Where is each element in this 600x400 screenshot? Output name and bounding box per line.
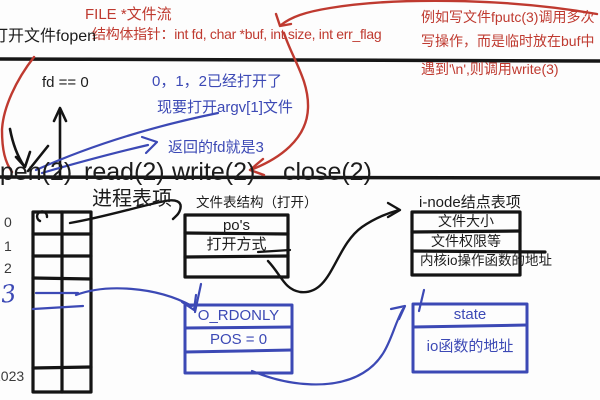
open-entry-grid <box>183 282 294 375</box>
opened-already-note: 0，1，2已经打开了 <box>152 73 283 90</box>
file-table-label: 文件表结构（打开） <box>196 195 318 210</box>
file-stream-note: FILE *文件流 <box>85 6 172 23</box>
fd-row-label-1023: 1023 <box>0 368 25 384</box>
cell-curl <box>35 210 49 223</box>
syscall-write: write(2) <box>172 158 256 186</box>
blue-argv-arrow <box>34 111 220 175</box>
state-entry-grid <box>411 288 529 374</box>
divider-top <box>0 57 600 63</box>
fputc-note-line1: 例如写文件fputc(3)调用多次 <box>421 9 595 25</box>
page-title: 打开文件fopen <box>0 28 97 45</box>
now-open-note: 现要打开argv[1]文件 <box>157 99 293 116</box>
inode-row-perms: 文件权限等 <box>431 233 501 249</box>
open-entry-row-flags: O_RDONLY <box>197 307 280 324</box>
process-table-grid <box>31 210 93 394</box>
inode-row-kernel-io: 内核io操作函数的地址 <box>420 253 553 268</box>
fd-zero-label: fd == 0 <box>42 74 89 91</box>
fd-row-label-2: 2 <box>4 260 12 276</box>
inode-table-grid <box>410 210 547 277</box>
syscall-close: close(2) <box>283 158 372 186</box>
red-buf-arc <box>274 0 599 28</box>
inode-table-label: i-node结点表项 <box>419 194 521 211</box>
open-arrow <box>8 127 50 173</box>
fd-row-label-0: 0 <box>4 214 12 230</box>
file-table-row-openmode: 打开方式 <box>206 236 267 253</box>
fputc-note-line2: 写操作，而是临时放在buf中 <box>421 33 595 49</box>
process-table-label: 进程表项 <box>92 188 172 210</box>
fd-up-arrow <box>52 106 68 180</box>
fd-row-label-1: 1 <box>4 238 12 254</box>
open-entry-row-pos: POS = 0 <box>209 331 268 348</box>
fputc-note-line3: 遇到'\n',则调用write(3) <box>421 61 559 77</box>
blue-entry-link-arrow <box>250 304 407 386</box>
syscall-read: read(2) <box>84 158 165 186</box>
syscall-open: open(2) <box>0 158 73 186</box>
divider-syscalls <box>0 175 600 180</box>
inode-row-filesize: 文件大小 <box>438 213 494 229</box>
state-entry-row-ioaddr: io函数的地址 <box>426 338 514 355</box>
file-table-row-pos: po's <box>222 217 251 234</box>
red-left-curve <box>0 55 36 174</box>
red-write-arrow <box>248 31 310 177</box>
blue-row3-arc <box>31 287 198 312</box>
fd-row-label-3: 3 <box>0 279 18 309</box>
filetable-to-inode-arrow <box>266 201 402 294</box>
struct-pointer-note: 结构体指针：int fd, char *buf, int size, int e… <box>92 26 382 42</box>
row0-to-filetable-line <box>68 199 182 225</box>
returned-fd-note: 返回的fd就是3 <box>168 139 264 156</box>
file-table-grid <box>183 213 292 279</box>
state-entry-row-state: state <box>453 306 487 323</box>
